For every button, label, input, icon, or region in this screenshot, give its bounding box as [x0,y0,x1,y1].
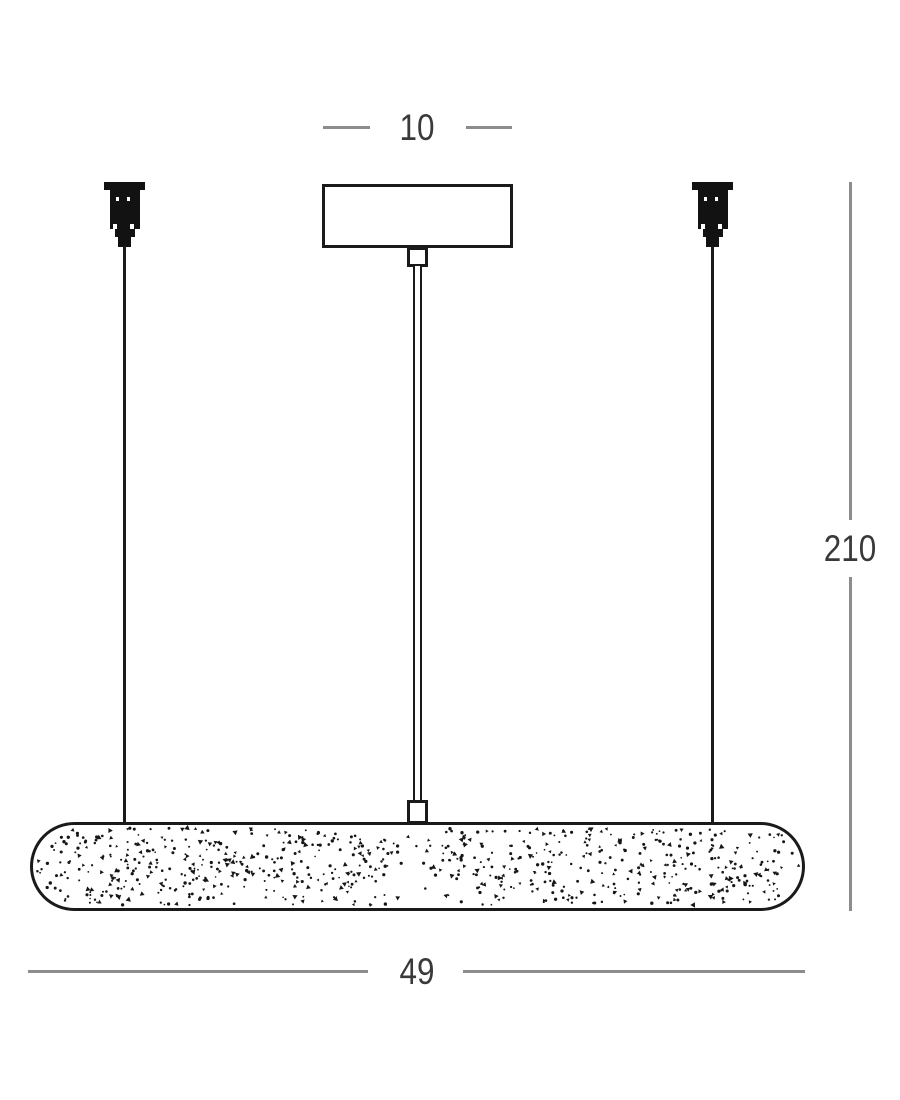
dimension-line-bottom-left [28,970,368,973]
lamp-body [30,822,805,911]
gripper-nipple-icon [706,237,719,247]
suspension-cable-left [123,246,126,823]
gripper-flange-icon [104,182,145,190]
body-length-label: 49 [399,951,435,992]
sparkle-texture [36,825,801,908]
overall-height-label: 210 [823,528,877,569]
gripper-collar-icon [115,229,135,237]
canopy-width-label: 10 [399,107,435,148]
dimension-line-right-top [849,182,852,520]
suspension-rod [413,266,422,802]
dimension-line-bottom-right [463,970,805,973]
dimension-dash-right [466,126,512,129]
gripper-flange-icon [692,182,733,190]
suspension-cable-right [711,246,714,823]
dimension-dash-left [323,126,370,129]
stem-top-connector [407,247,428,267]
gripper-body-icon [110,190,140,229]
gripper-nipple-icon [118,237,131,247]
stem-bottom-connector [407,800,428,824]
gripper-body-icon [698,190,728,229]
dimension-line-right-bottom [849,577,852,911]
ceiling-canopy [322,184,513,248]
gripper-collar-icon [703,229,723,237]
